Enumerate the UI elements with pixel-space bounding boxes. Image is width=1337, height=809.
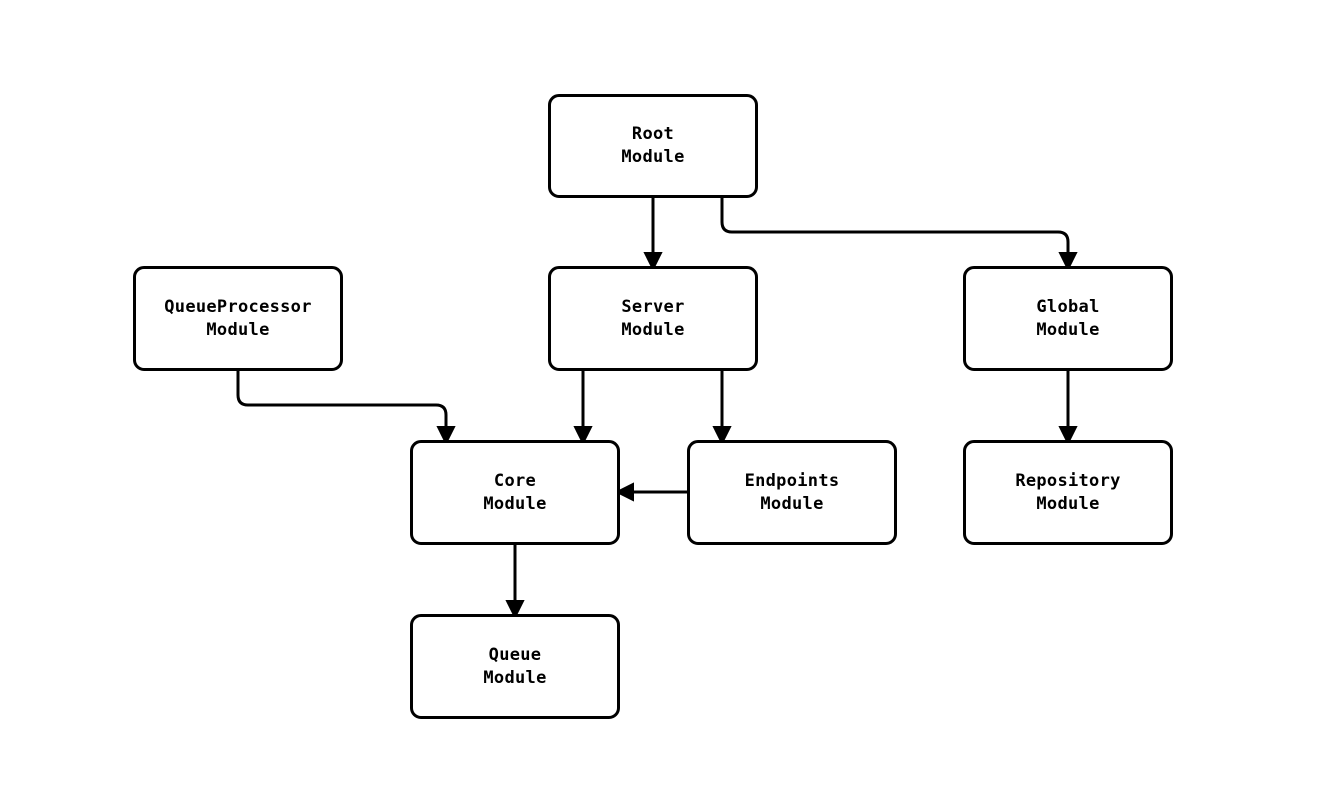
node-server-title: Server bbox=[621, 296, 685, 317]
node-global-title: Global bbox=[1036, 296, 1100, 317]
node-global-subtitle: Module bbox=[1036, 319, 1100, 340]
edge-queueprocessor-to-core bbox=[236, 371, 456, 446]
node-queue-subtitle: Module bbox=[483, 667, 547, 688]
node-core-subtitle: Module bbox=[483, 493, 547, 514]
node-root-subtitle: Module bbox=[621, 147, 685, 167]
edge-root-to-global bbox=[720, 198, 1078, 272]
node-queueprocessor-subtitle: Module bbox=[206, 319, 270, 340]
node-endpoints-title: Endpoints bbox=[744, 470, 840, 491]
node-queueprocessor-title: QueueProcessor bbox=[164, 296, 312, 317]
node-core-title: Core bbox=[493, 470, 537, 491]
node-queue-title: Queue bbox=[488, 644, 542, 665]
node-endpoints-subtitle: Module bbox=[760, 493, 824, 514]
node-repository-title: Repository bbox=[1015, 470, 1121, 491]
node-repository-subtitle: Module bbox=[1036, 493, 1100, 514]
node-server-subtitle: Module bbox=[621, 319, 685, 340]
node-root-title: Root bbox=[631, 124, 675, 144]
